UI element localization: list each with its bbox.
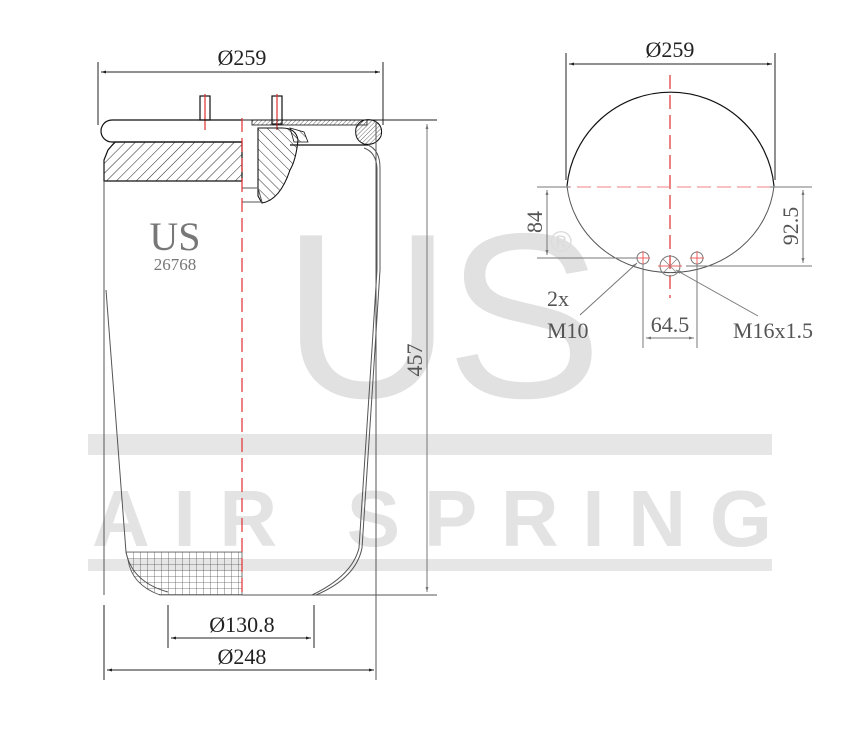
hole-center-mark	[690, 251, 704, 265]
dim-bolt-spacing: 64.5	[651, 312, 690, 337]
watermark: US ® AIR SPRING	[88, 184, 772, 571]
bellows-right-wall-inner	[311, 147, 378, 596]
dim-height: 457	[402, 344, 427, 377]
plate-outline-upper	[566, 91, 775, 187]
watermark-tagline: AIR SPRING	[92, 474, 772, 563]
dim-offset-left: 84	[522, 211, 547, 233]
bellows-right-wall-outer	[315, 144, 381, 596]
callout-air-inlet-thread: M16x1.5	[733, 318, 813, 343]
dim-top-diameter: Ø259	[218, 45, 267, 70]
leader-air-inlet	[675, 269, 759, 317]
bead-section	[103, 141, 243, 182]
dim-plate-diameter: Ø259	[646, 37, 695, 62]
top-plate	[100, 119, 242, 143]
dim-bottom-diameter: Ø248	[218, 644, 267, 669]
registered-mark: ®	[550, 226, 572, 259]
top-plate-section	[251, 119, 368, 126]
watermark-bar-top	[88, 434, 772, 455]
clamp-section	[289, 127, 309, 143]
brand-label: US	[149, 214, 200, 259]
watermark-logo: US	[282, 184, 596, 447]
part-number: 26768	[154, 255, 197, 274]
dim-piston-diameter: Ø130.8	[209, 612, 274, 637]
side-view: Ø259 US 267	[97, 45, 437, 680]
piston-section	[125, 551, 243, 596]
hole-center-mark	[636, 251, 650, 265]
dim-offset-right: 92.5	[778, 207, 803, 246]
leader-stud	[579, 262, 638, 316]
bead-ring	[355, 119, 383, 145]
callout-stud-count: 2x	[547, 286, 569, 311]
watermark-bar-bottom	[88, 559, 772, 571]
top-view: Ø259 84 92.5 64.5 2x	[522, 37, 813, 348]
callout-stud-thread: M10	[547, 318, 589, 343]
bumper-base	[242, 187, 263, 203]
plate-outline-lower	[566, 185, 775, 274]
